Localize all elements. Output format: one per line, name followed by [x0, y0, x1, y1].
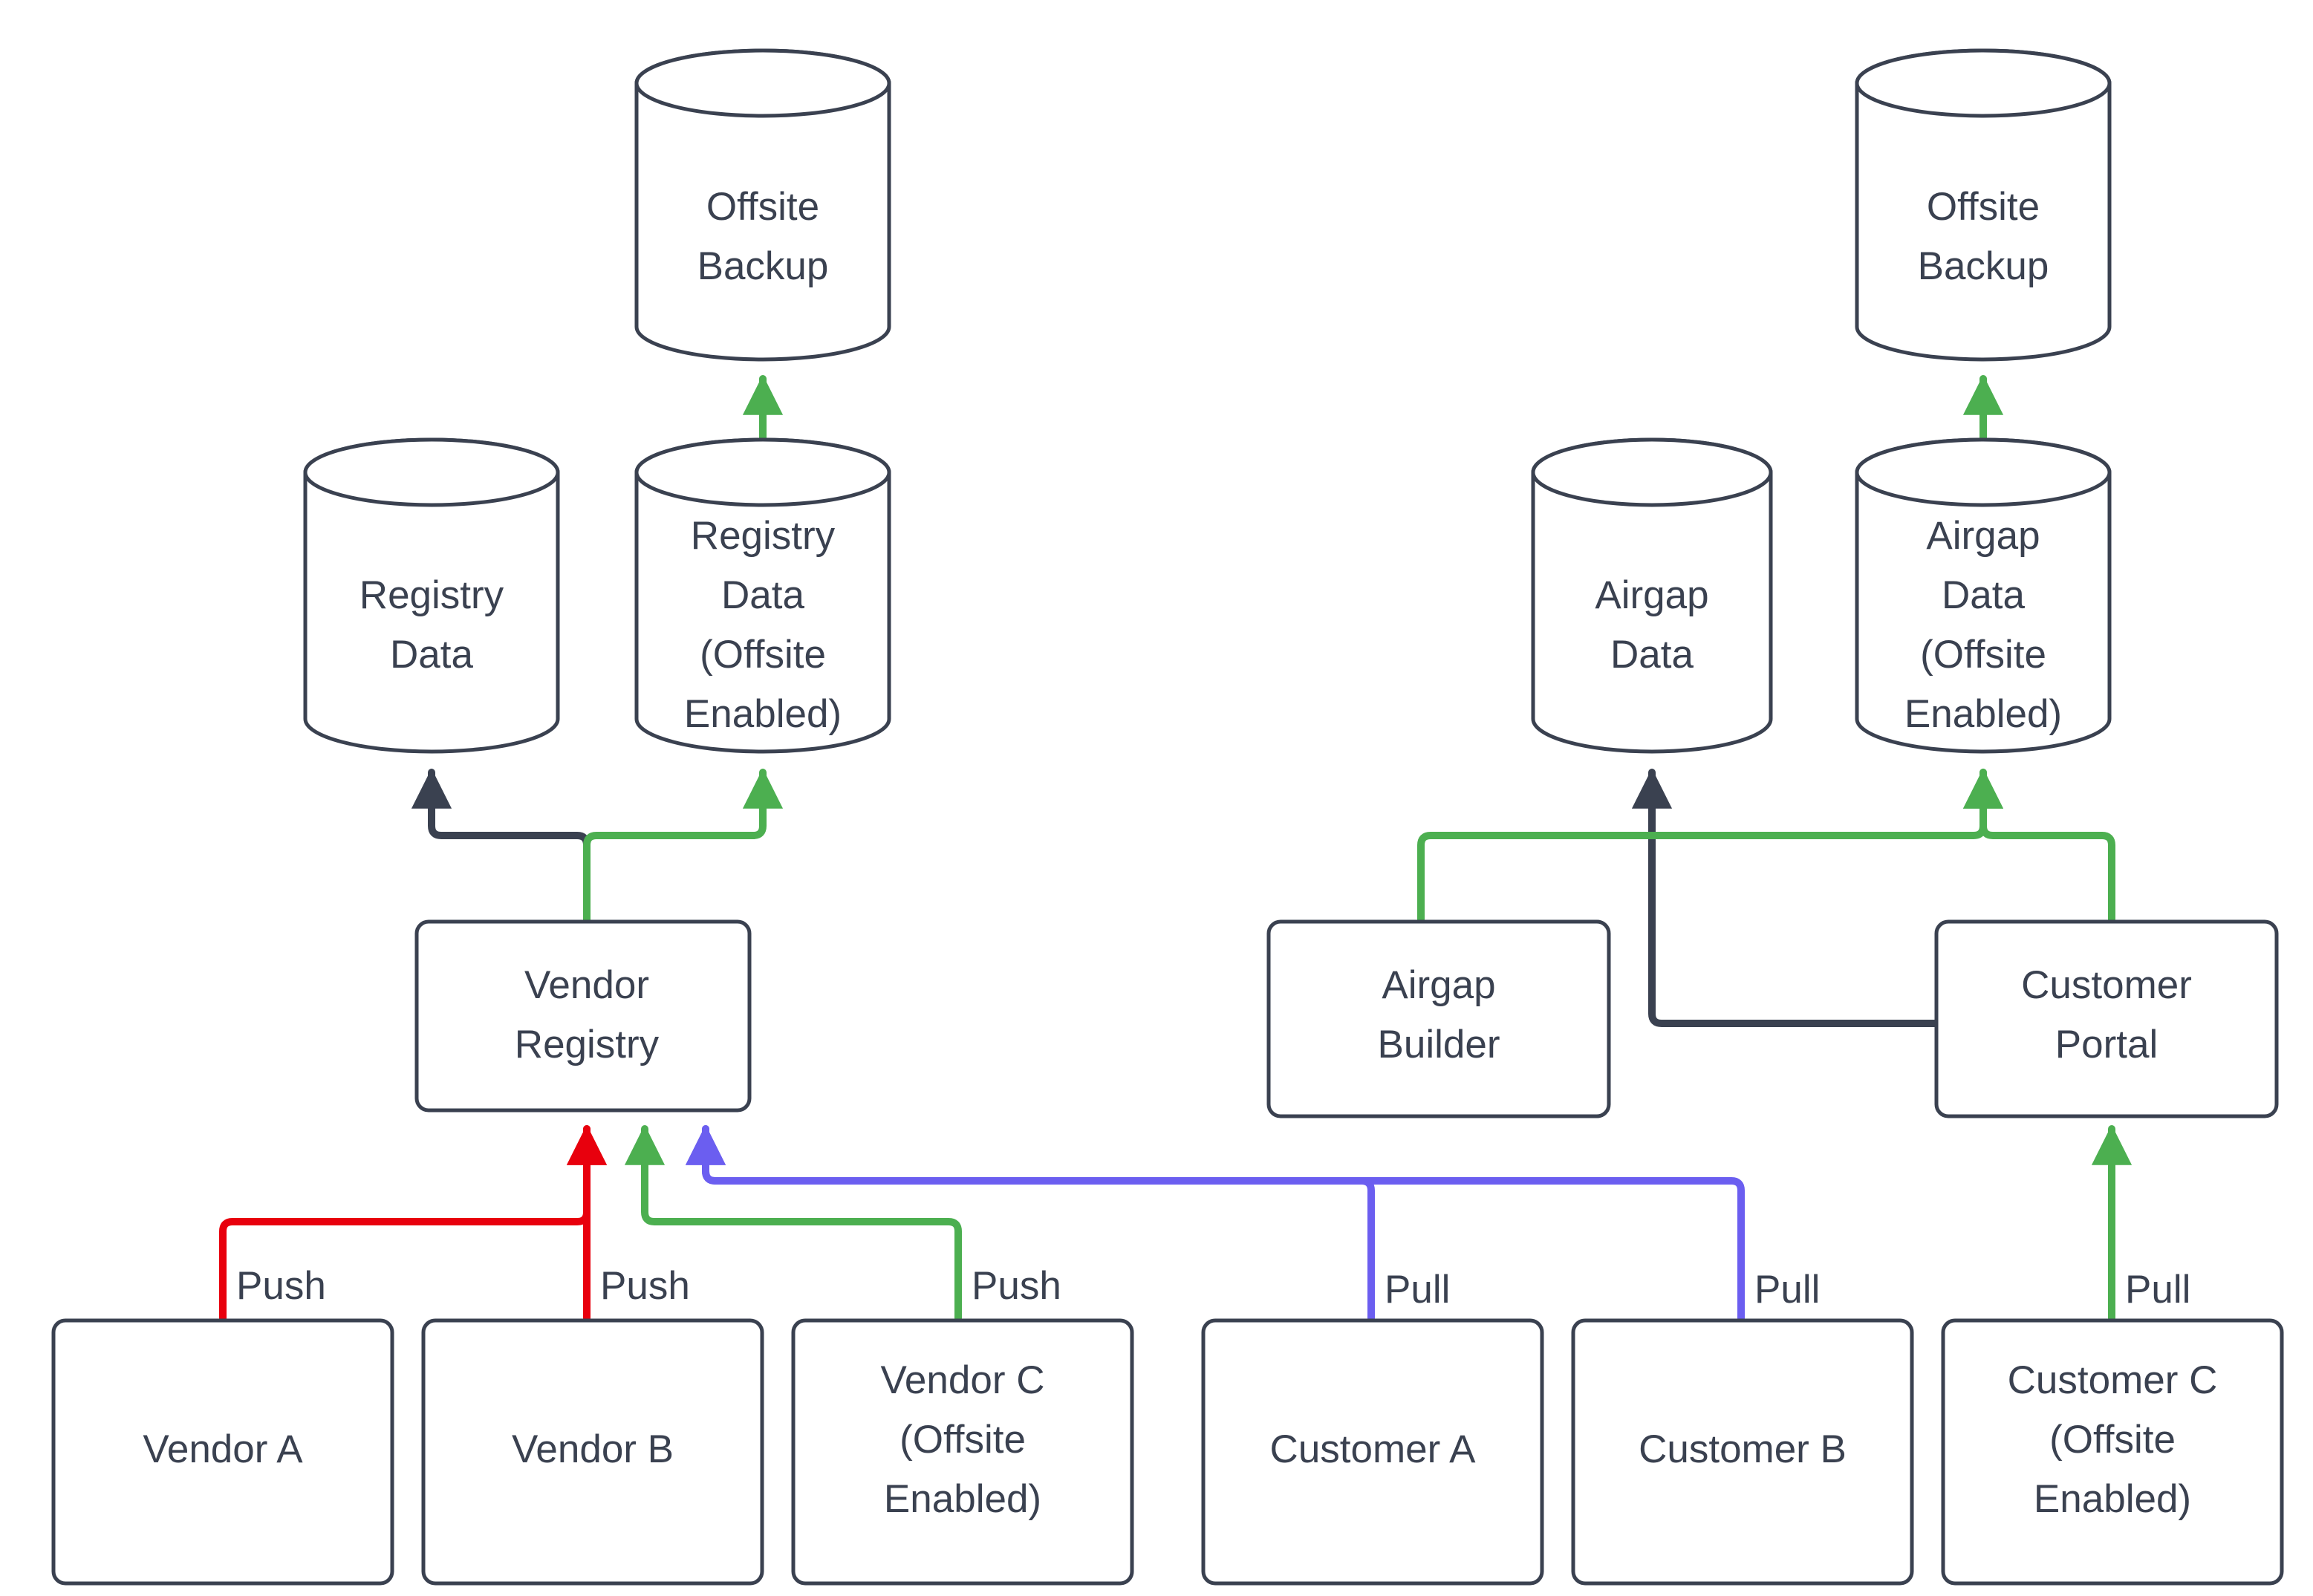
node-label-line: Data — [1942, 573, 2025, 617]
edge-label-push-2: Push — [600, 1264, 690, 1308]
edge-vendor-registry-to-registry-data — [411, 768, 591, 923]
node-label-line: Airgap — [1926, 514, 2040, 558]
node-box — [1934, 919, 2279, 1118]
node-customer-a[interactable]: Customer A — [1201, 1318, 1544, 1586]
node-label-line: Airgap — [1382, 963, 1495, 1007]
node-label-line: Customer B — [1639, 1427, 1847, 1471]
node-vendor-a[interactable]: Vendor A — [51, 1318, 394, 1586]
node-label-line: Offsite — [1927, 185, 2040, 229]
node-box — [51, 1318, 394, 1586]
node-customer-b[interactable]: Customer B — [1571, 1318, 1914, 1586]
node-label-line: Enabled) — [1904, 692, 2062, 736]
node-box — [414, 919, 752, 1113]
edges-layer — [219, 374, 2133, 1322]
edge-vendor-c-push — [624, 1124, 962, 1322]
edge-labels-layer: Push Push Push Pull Pull Pull — [236, 1264, 2190, 1312]
node-label-line: (Offsite — [1920, 633, 2046, 677]
cylinder-top — [634, 437, 891, 507]
node-label-line: Customer C — [2008, 1358, 2218, 1402]
node-label-line: Registry — [691, 514, 836, 558]
node-registry-data-offsite[interactable]: Registry Data (Offsite Enabled) — [634, 437, 891, 754]
node-customer-c[interactable]: Customer C (Offsite Enabled) — [1941, 1318, 2284, 1586]
node-label-line: Airgap — [1595, 573, 1708, 617]
node-label-line: Registry — [515, 1023, 660, 1066]
node-label-line: Vendor C — [881, 1358, 1045, 1402]
node-label-line: Enabled) — [684, 692, 842, 736]
node-label-line: (Offsite — [900, 1418, 1026, 1462]
edge-label-push-3: Push — [972, 1264, 1061, 1308]
node-airgap-builder[interactable]: Airgap Builder — [1266, 919, 1611, 1118]
node-registry-data[interactable]: Registry Data — [303, 437, 560, 754]
node-box — [1571, 1318, 1914, 1586]
edge-customer-portal-to-airgap-offsite — [1962, 768, 2115, 923]
node-airgap-data[interactable]: Airgap Data — [1531, 437, 1773, 754]
node-customer-portal[interactable]: Customer Portal — [1934, 919, 2279, 1118]
edge-customer-b-pull — [685, 1124, 1745, 1322]
node-label-line: Vendor — [524, 963, 649, 1007]
node-vendor-c[interactable]: Vendor C (Offsite Enabled) — [791, 1318, 1134, 1586]
node-label-line: Enabled) — [884, 1477, 1041, 1521]
node-label-line: Vendor A — [143, 1427, 303, 1471]
node-box — [1201, 1318, 1544, 1586]
cylinder-top — [303, 437, 560, 507]
node-label-line: Enabled) — [2034, 1477, 2191, 1521]
node-box — [1266, 919, 1611, 1118]
node-offsite-backup-right[interactable]: Offsite Backup — [1855, 48, 2112, 362]
node-vendor-b[interactable]: Vendor B — [421, 1318, 764, 1586]
node-label-line: (Offsite — [700, 633, 826, 677]
node-box — [791, 1318, 1134, 1586]
cylinder-top — [1855, 437, 2112, 507]
node-label-line: Data — [1610, 633, 1694, 677]
node-label-line: Vendor B — [512, 1427, 674, 1471]
edge-airgap-builder-to-airgap-offsite — [1417, 768, 2004, 923]
node-offsite-backup-left[interactable]: Offsite Backup — [634, 48, 891, 362]
node-label-line: Backup — [1918, 244, 2049, 288]
node-label-line: Backup — [697, 244, 829, 288]
edge-label-push-1: Push — [236, 1264, 326, 1308]
node-label-line: Portal — [2055, 1023, 2158, 1066]
edge-vendor-registry-to-registry-data-offsite — [583, 768, 784, 923]
node-label-line: Customer — [2021, 963, 2192, 1007]
node-label-line: Customer A — [1270, 1427, 1477, 1471]
edge-label-pull-3: Pull — [2125, 1268, 2190, 1312]
node-label-line: Offsite — [706, 185, 819, 229]
edge-customer-portal-to-airgap-data — [1631, 768, 1939, 1027]
node-label-line: (Offsite — [2049, 1418, 2176, 1462]
node-box — [1941, 1318, 2284, 1586]
node-label-line: Registry — [360, 573, 504, 617]
node-airgap-data-offsite[interactable]: Airgap Data (Offsite Enabled) — [1855, 437, 2112, 754]
cylinder-top — [634, 48, 891, 118]
node-box — [421, 1318, 764, 1586]
node-label-line: Builder — [1378, 1023, 1500, 1066]
cylinder-top — [1531, 437, 1773, 507]
node-label-line: Data — [721, 573, 804, 617]
edge-label-pull-1: Pull — [1385, 1268, 1450, 1312]
edge-label-pull-2: Pull — [1754, 1268, 1820, 1312]
node-label-line: Data — [390, 633, 473, 677]
cylinder-top — [1855, 48, 2112, 118]
node-vendor-registry[interactable]: Vendor Registry — [414, 919, 752, 1113]
